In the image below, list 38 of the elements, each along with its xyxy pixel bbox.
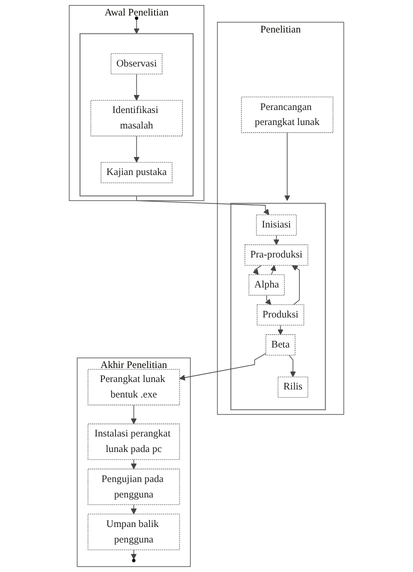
cluster (68, 5, 204, 201)
arrow (130, 549, 137, 560)
arrow (252, 264, 262, 275)
arrow (179, 353, 266, 381)
arrow (288, 354, 296, 378)
arrow (284, 132, 290, 201)
node-box (88, 468, 180, 505)
cluster (217, 22, 344, 415)
arrow (134, 19, 140, 34)
arrow (130, 404, 137, 424)
arrow (265, 294, 272, 305)
arrow (130, 459, 137, 470)
arrow (292, 265, 300, 306)
node-box (278, 376, 308, 398)
arrow (134, 136, 140, 163)
node-box (244, 244, 308, 266)
node-box (248, 274, 285, 296)
node-box (100, 162, 172, 184)
arrow (136, 196, 270, 216)
cluster (80, 33, 194, 196)
cluster (76, 358, 191, 567)
arrow (273, 235, 280, 246)
node-box (256, 304, 304, 326)
arrow (278, 324, 284, 335)
node-box (90, 100, 183, 136)
arrow (130, 504, 137, 514)
node-box (88, 368, 180, 406)
node-circle (132, 558, 136, 562)
node-box (88, 424, 180, 460)
node-box (110, 53, 162, 74)
node-box (88, 514, 180, 550)
node-box (265, 334, 296, 356)
node-box (256, 214, 297, 236)
arrow (134, 74, 140, 101)
node-circle (134, 16, 138, 20)
arrow (270, 265, 276, 276)
node-box (241, 96, 334, 133)
cluster (230, 202, 326, 410)
